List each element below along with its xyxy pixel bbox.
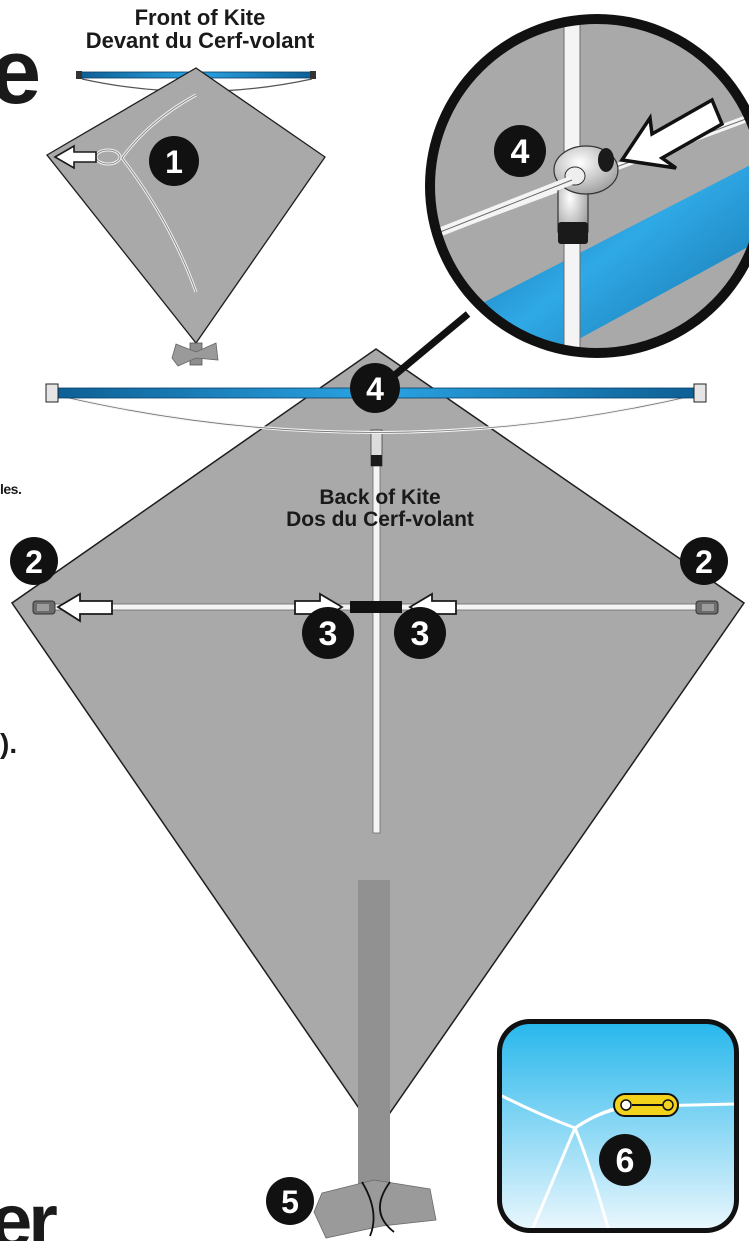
blue-spar-cap-right	[693, 383, 707, 403]
front-spar-cap-right	[310, 71, 316, 79]
right-tip-pocket-inner	[702, 604, 714, 611]
front-kite: 1	[46, 67, 326, 367]
step-3-badge-left	[302, 607, 354, 659]
inset-line-down	[528, 1127, 577, 1230]
tail-bow-icon	[313, 1179, 437, 1239]
clip-icon	[613, 1093, 679, 1117]
step-6-badge	[599, 1134, 651, 1186]
lens-step-4-badge	[494, 125, 546, 177]
step-5-badge	[266, 1177, 314, 1225]
clip-inset: 6	[497, 1019, 739, 1233]
front-sail	[46, 67, 326, 345]
tail-knot	[361, 1181, 395, 1237]
step-6-number: 6	[616, 1142, 635, 1180]
text-fragment-paren: ).	[0, 728, 18, 759]
step-2-badge-right	[680, 537, 728, 585]
blue-spar-cap-left	[45, 383, 59, 403]
front-caption-fr: Devant du Cerf-volant	[85, 28, 315, 54]
step-2-number-right: 2	[695, 544, 713, 580]
text-fragment-les: les.	[0, 481, 22, 497]
step-4-badge	[350, 363, 400, 413]
arrow-icon	[619, 97, 725, 170]
spine-fitting-cap	[371, 455, 382, 466]
left-tip-pocket-inner	[37, 604, 49, 611]
step-1-badge	[149, 136, 199, 186]
lens-blue-band	[431, 155, 749, 352]
inset-line-down-2	[573, 1127, 612, 1230]
center-connector	[350, 601, 402, 613]
step-2-badge-left	[10, 537, 58, 585]
step-3-number-left: 3	[319, 615, 338, 653]
front-spar-cap-left	[76, 71, 82, 79]
step-4-number: 4	[366, 371, 384, 407]
back-caption-en: Back of Kite	[319, 486, 441, 509]
front-bridle-outline	[121, 94, 197, 293]
step-3-badge-right	[394, 607, 446, 659]
lens-hub-cap	[558, 222, 588, 244]
step-2-number-left: 2	[25, 544, 43, 580]
tail-icon	[171, 342, 219, 367]
back-caption-fr: Dos du Cerf-volant	[286, 508, 474, 532]
heading-fragment-bottom: er	[0, 1190, 58, 1241]
step-1-number: 1	[165, 144, 183, 180]
front-caption: Front of Kite Devant du Cerf-volant	[40, 6, 360, 52]
step-5-number: 5	[281, 1184, 299, 1220]
step-3-number-right: 3	[411, 615, 430, 653]
front-caption-en: Front of Kite	[134, 5, 266, 30]
arrow-icon	[53, 144, 97, 170]
back-kite: 4 2 2 3 3 5	[10, 311, 746, 1239]
arrow-icon	[56, 592, 113, 623]
lens-pointer-line	[381, 311, 471, 387]
heading-fragment-top: e	[0, 34, 41, 114]
lens-step-4-number: 4	[511, 133, 530, 171]
zoom-lens-icon: 4	[425, 14, 749, 358]
back-caption: Back of Kite Dos du Cerf-volant	[210, 486, 550, 532]
tail-strip	[358, 880, 390, 1202]
